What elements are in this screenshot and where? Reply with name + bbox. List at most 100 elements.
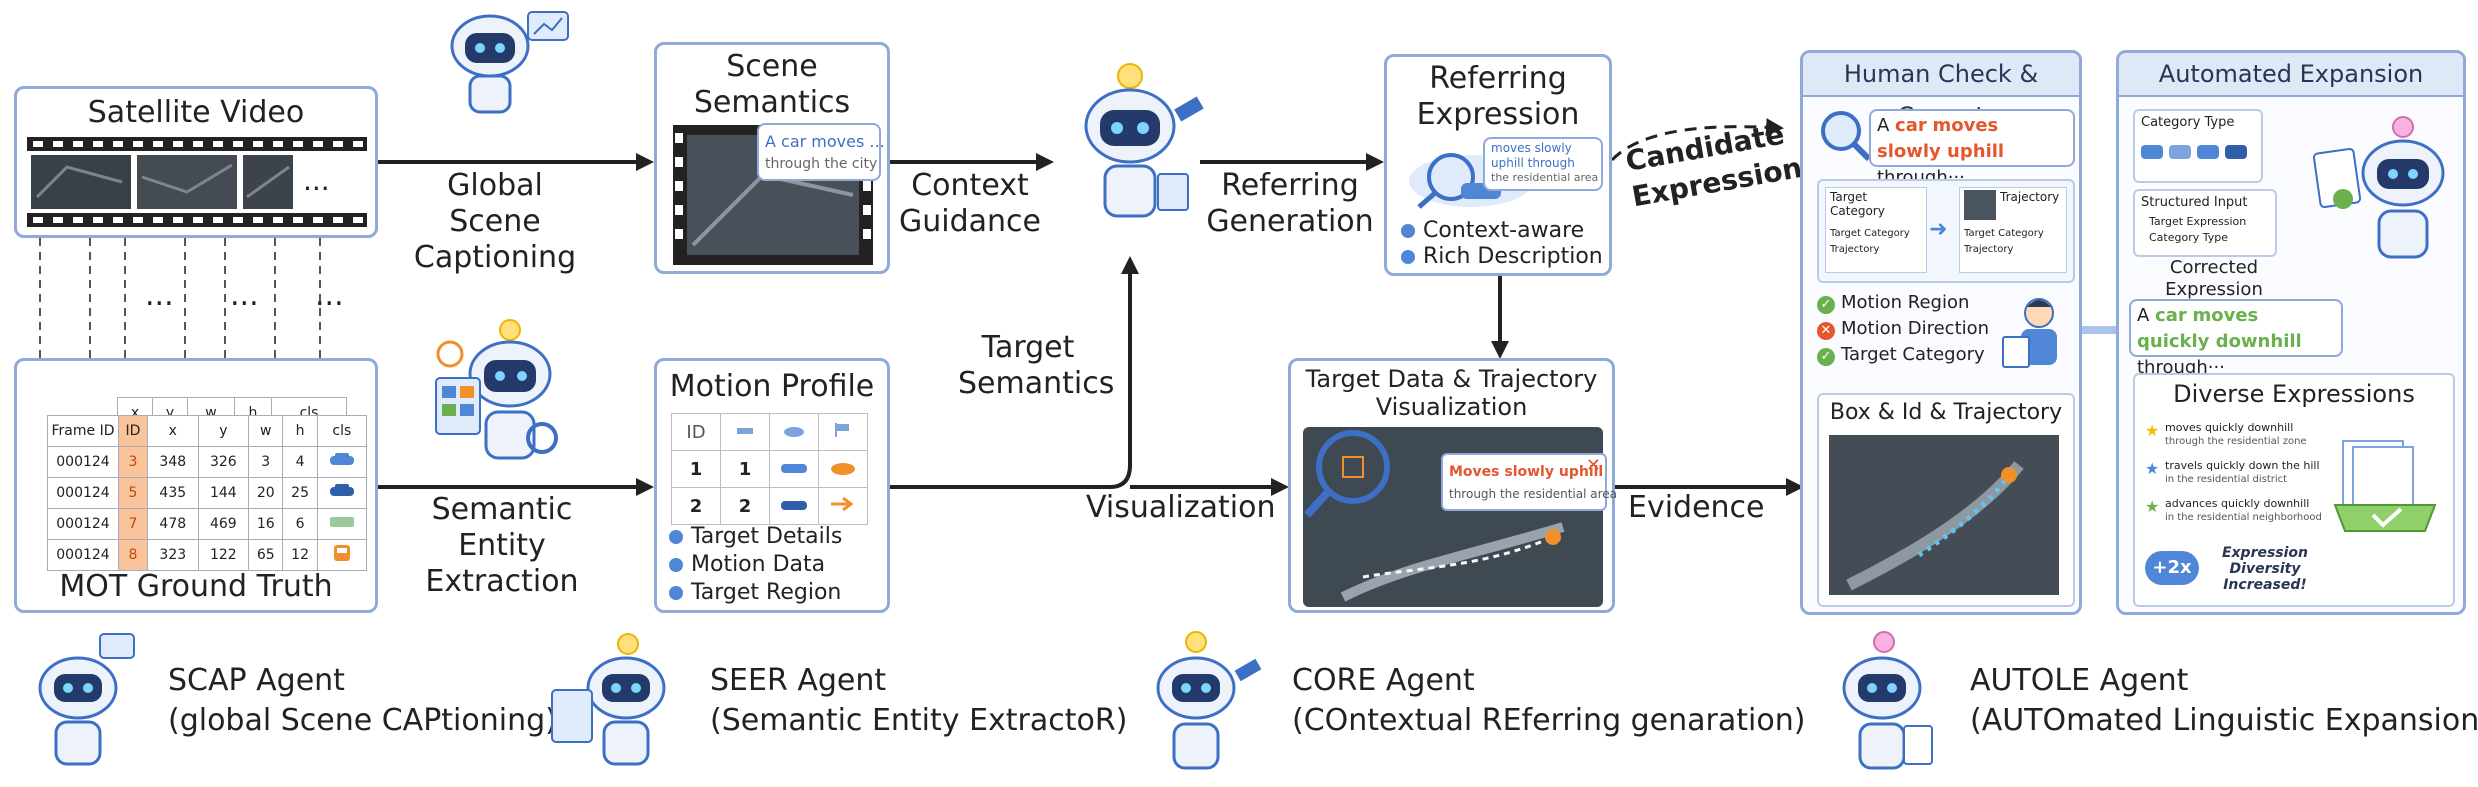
motion-item-label: Target Details: [691, 524, 843, 549]
car-icon: [316, 477, 368, 509]
mot-cell: 25: [282, 477, 318, 509]
vehicle-icon: [769, 413, 819, 451]
film-ellipsis: ...: [303, 164, 330, 197]
referring-bubble-line3: the residential area: [1491, 171, 1599, 184]
scap-agent-robot: [430, 8, 580, 116]
check-ok-icon: ✓: [1817, 296, 1835, 314]
direction-icon: [720, 413, 770, 451]
mot-col-x: x: [147, 415, 199, 447]
star-icon: ★: [2145, 421, 2160, 440]
motion-cell: 1: [671, 450, 721, 488]
mot-cell: 122: [197, 539, 250, 571]
motion-cell: 2: [720, 487, 770, 525]
mot-col-cls: cls: [316, 415, 368, 447]
close-icon: ✕: [1585, 455, 1601, 476]
referring-item-label: Context-aware: [1423, 218, 1585, 243]
scene-bubble-line2: through the city: [765, 156, 878, 172]
target-caption-line1: Moves slowly uphill: [1449, 464, 1604, 480]
table-row: 000124 8 323 122 65 12: [47, 539, 368, 571]
motion-item-target-region: Target Region: [669, 579, 841, 607]
diverse-line2: through the residential zone: [2165, 436, 2307, 447]
diverse-expressions-card: Diverse Expressions ★ moves quickly down…: [2133, 373, 2455, 607]
motion-item-target-details: Target Details: [669, 523, 842, 551]
core-agent-robot: [1060, 62, 1210, 227]
seer-legend-desc: (Semantic Entity ExtractoR): [710, 703, 1128, 738]
bus-icon: [316, 539, 368, 571]
mot-cell: 20: [248, 477, 284, 509]
target-visualization-caption: Moves slowly uphill through the resident…: [1441, 453, 1617, 511]
check-label: Motion Region: [1841, 292, 1970, 313]
autole-agent-robot: [2312, 113, 2453, 263]
box-id-trajectory-card: Box & Id & Trajectory: [1817, 393, 2075, 607]
mot-col-h: h: [282, 415, 318, 447]
target-card-left-item: Target Category: [1830, 228, 1910, 239]
trajectory-satellite-image: [1829, 435, 2059, 595]
target-check-card: Target Category Target Category Trajecto…: [1817, 179, 2075, 283]
trajectory-thumbnail: [1964, 190, 1996, 220]
seer-legend-name: SEER Agent: [710, 663, 887, 698]
box-id-trajectory-title: Box & Id & Trajectory: [1829, 400, 2063, 425]
category-type-card: Category Type: [2133, 109, 2263, 183]
referring-expression-title: Referring Expression: [1416, 61, 1580, 132]
motion-cell: 1: [720, 450, 770, 488]
expr-subject: car: [1895, 115, 1927, 136]
mot-cell: 144: [197, 477, 250, 509]
scap-legend-desc: (global Scene CAPtioning): [168, 703, 557, 738]
motion-item-label: Target Region: [691, 580, 842, 605]
mot-cell: 16: [248, 508, 284, 540]
mot-dots-1: ...: [145, 278, 174, 313]
mot-col-y: y: [197, 415, 250, 447]
badge-multiplier: +2x: [2145, 551, 2199, 585]
cloud-icon: [818, 450, 868, 488]
mot-cell: 5: [117, 477, 149, 509]
human-check-panel: Human Check & Correct A car moves slowly…: [1800, 50, 2082, 615]
scap-legend-name: SCAP Agent: [168, 663, 345, 698]
motion-cell: 2: [671, 487, 721, 525]
autole-legend-icon: [1820, 630, 1940, 775]
referring-generation-label: Referring Generation: [1206, 168, 1374, 239]
target-visualization-box: Target Data & Trajectory Visualization M…: [1288, 358, 1617, 613]
target-caption-line2: through the residential area: [1449, 487, 1618, 501]
referring-bubble-line1: moves slowly: [1491, 141, 1572, 155]
diverse-line2: in the residential district: [2165, 474, 2288, 485]
bullet-icon: [669, 530, 683, 544]
human-reviewer-icon: [2002, 298, 2057, 368]
candidate-expression-bubble: A car moves slowly uphill through···: [1869, 109, 2075, 188]
motion-item-label: Motion Data: [691, 552, 826, 577]
mot-cell: 65: [248, 539, 284, 571]
motion-item-motion-data: Motion Data: [669, 551, 825, 579]
referring-expression-box: Referring Expression moves slowly uphill…: [1384, 54, 1612, 276]
core-legend-name: CORE Agent: [1292, 663, 1475, 698]
expr-article: A: [1877, 115, 1896, 136]
car-icon: [316, 446, 368, 478]
referring-bubble-line2: uphill through: [1491, 156, 1575, 170]
human-check-title: Human Check & Correct: [1803, 53, 2079, 130]
target-card-right: Trajectory Target Category Trajectory: [1959, 187, 2067, 273]
referring-item-context-aware: Context-aware: [1401, 217, 1584, 245]
arrow-right-icon: ➜: [1929, 217, 1948, 242]
scene-semantics-box: Scene Semantics A car moves ... through …: [654, 42, 890, 274]
flag-icon: [818, 413, 868, 451]
mot-dots-2: ...: [230, 278, 259, 313]
table-row: 2 2: [671, 487, 868, 525]
diverse-line1: travels quickly down the hill: [2165, 459, 2320, 472]
mot-col-id: ID: [117, 415, 149, 447]
star-icon: ★: [2145, 459, 2160, 478]
mot-cell: 4: [282, 446, 318, 478]
corrected-expression-label: Corrected Expression: [2165, 257, 2263, 300]
target-card-right-title: Trajectory: [2000, 190, 2060, 204]
mot-cell: 469: [197, 508, 250, 540]
check-target-category: ✓Target Category: [1817, 341, 1985, 369]
mot-cell: 8: [117, 539, 149, 571]
diverse-line1: moves quickly downhill: [2165, 421, 2294, 434]
mot-cell: 12: [282, 539, 318, 571]
mot-cell: 000124: [47, 477, 119, 509]
satellite-video-title: Satellite Video: [87, 95, 305, 130]
autole-legend-desc: (AUTOmated Linguistic Expansion): [1970, 703, 2478, 738]
evidence-label: Evidence: [1628, 490, 1765, 525]
diversity-badge: +2x Expression Diversity Increased!: [2145, 541, 2335, 595]
motion-profile-title: Motion Profile: [669, 369, 875, 404]
target-card-right-item: Trajectory: [1964, 244, 2014, 255]
satellite-video-box: Satellite Video ...: [14, 86, 378, 238]
target-card-left-item: Trajectory: [1830, 244, 1880, 255]
